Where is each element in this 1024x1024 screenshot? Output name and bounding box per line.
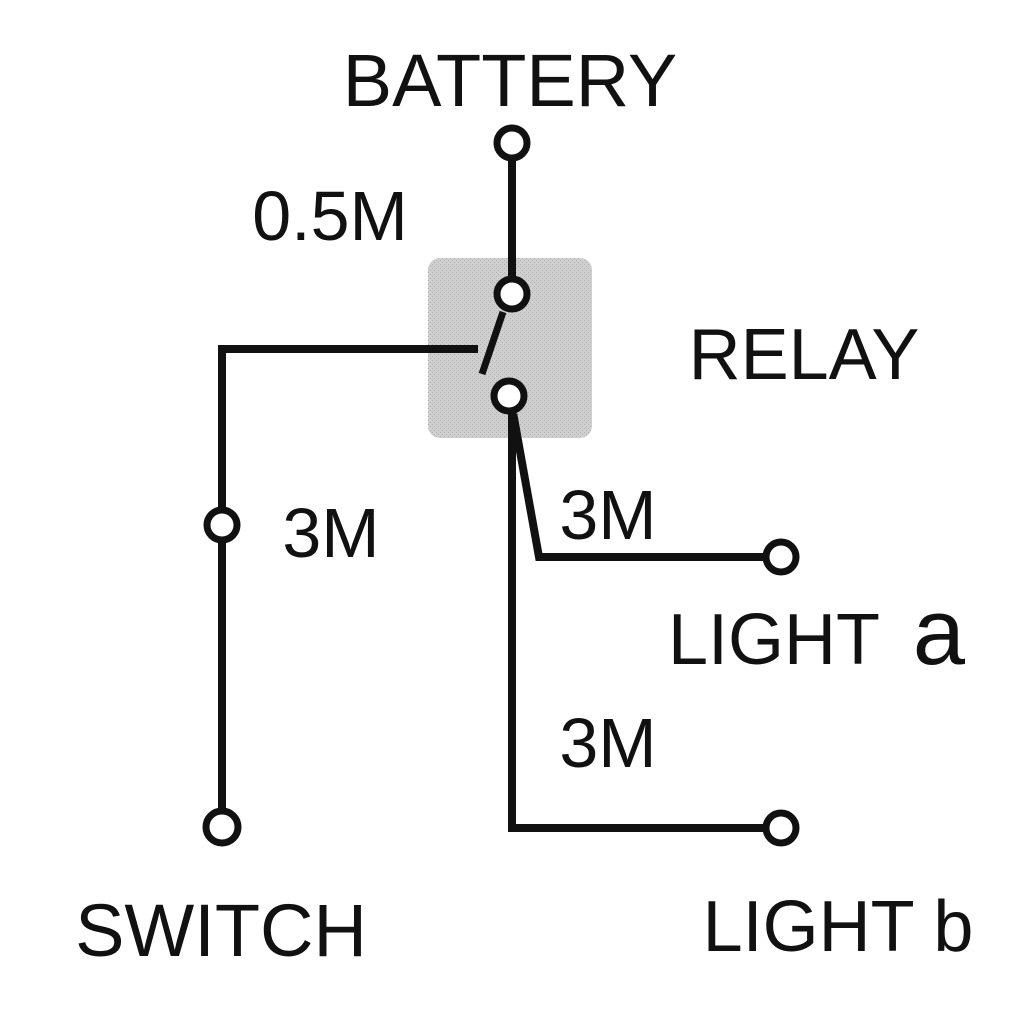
light-a-label-text: LIGHT — [668, 600, 879, 680]
relay-box — [428, 258, 592, 438]
switch-connector-terminal — [203, 506, 241, 544]
light-b-label: LIGHT b — [703, 887, 974, 967]
switch-label: SWITCH — [75, 889, 367, 972]
relay-input-terminal — [493, 275, 531, 313]
light-a-label-suffix: a — [913, 579, 966, 684]
light-b-terminal — [762, 809, 800, 847]
battery-label: BATTERY — [343, 39, 677, 122]
light-a-wire — [509, 413, 770, 561]
relay-label: RELAY — [689, 315, 920, 395]
light-b-wire — [508, 410, 770, 832]
battery-terminal — [493, 124, 531, 162]
light-a-label: LIGHT a — [668, 579, 966, 684]
relay-switch-arm — [478, 310, 507, 376]
light-b-cable-length: 3M — [559, 704, 656, 782]
light-a-cable-length: 3M — [559, 476, 656, 554]
switch-terminal — [202, 807, 242, 847]
relay-output-terminal — [490, 377, 528, 415]
light-a-terminal — [762, 538, 800, 576]
battery-cable-length: 0.5M — [252, 177, 408, 255]
switch-cable-length: 3M — [282, 494, 379, 572]
switch-control-wire — [218, 345, 478, 516]
